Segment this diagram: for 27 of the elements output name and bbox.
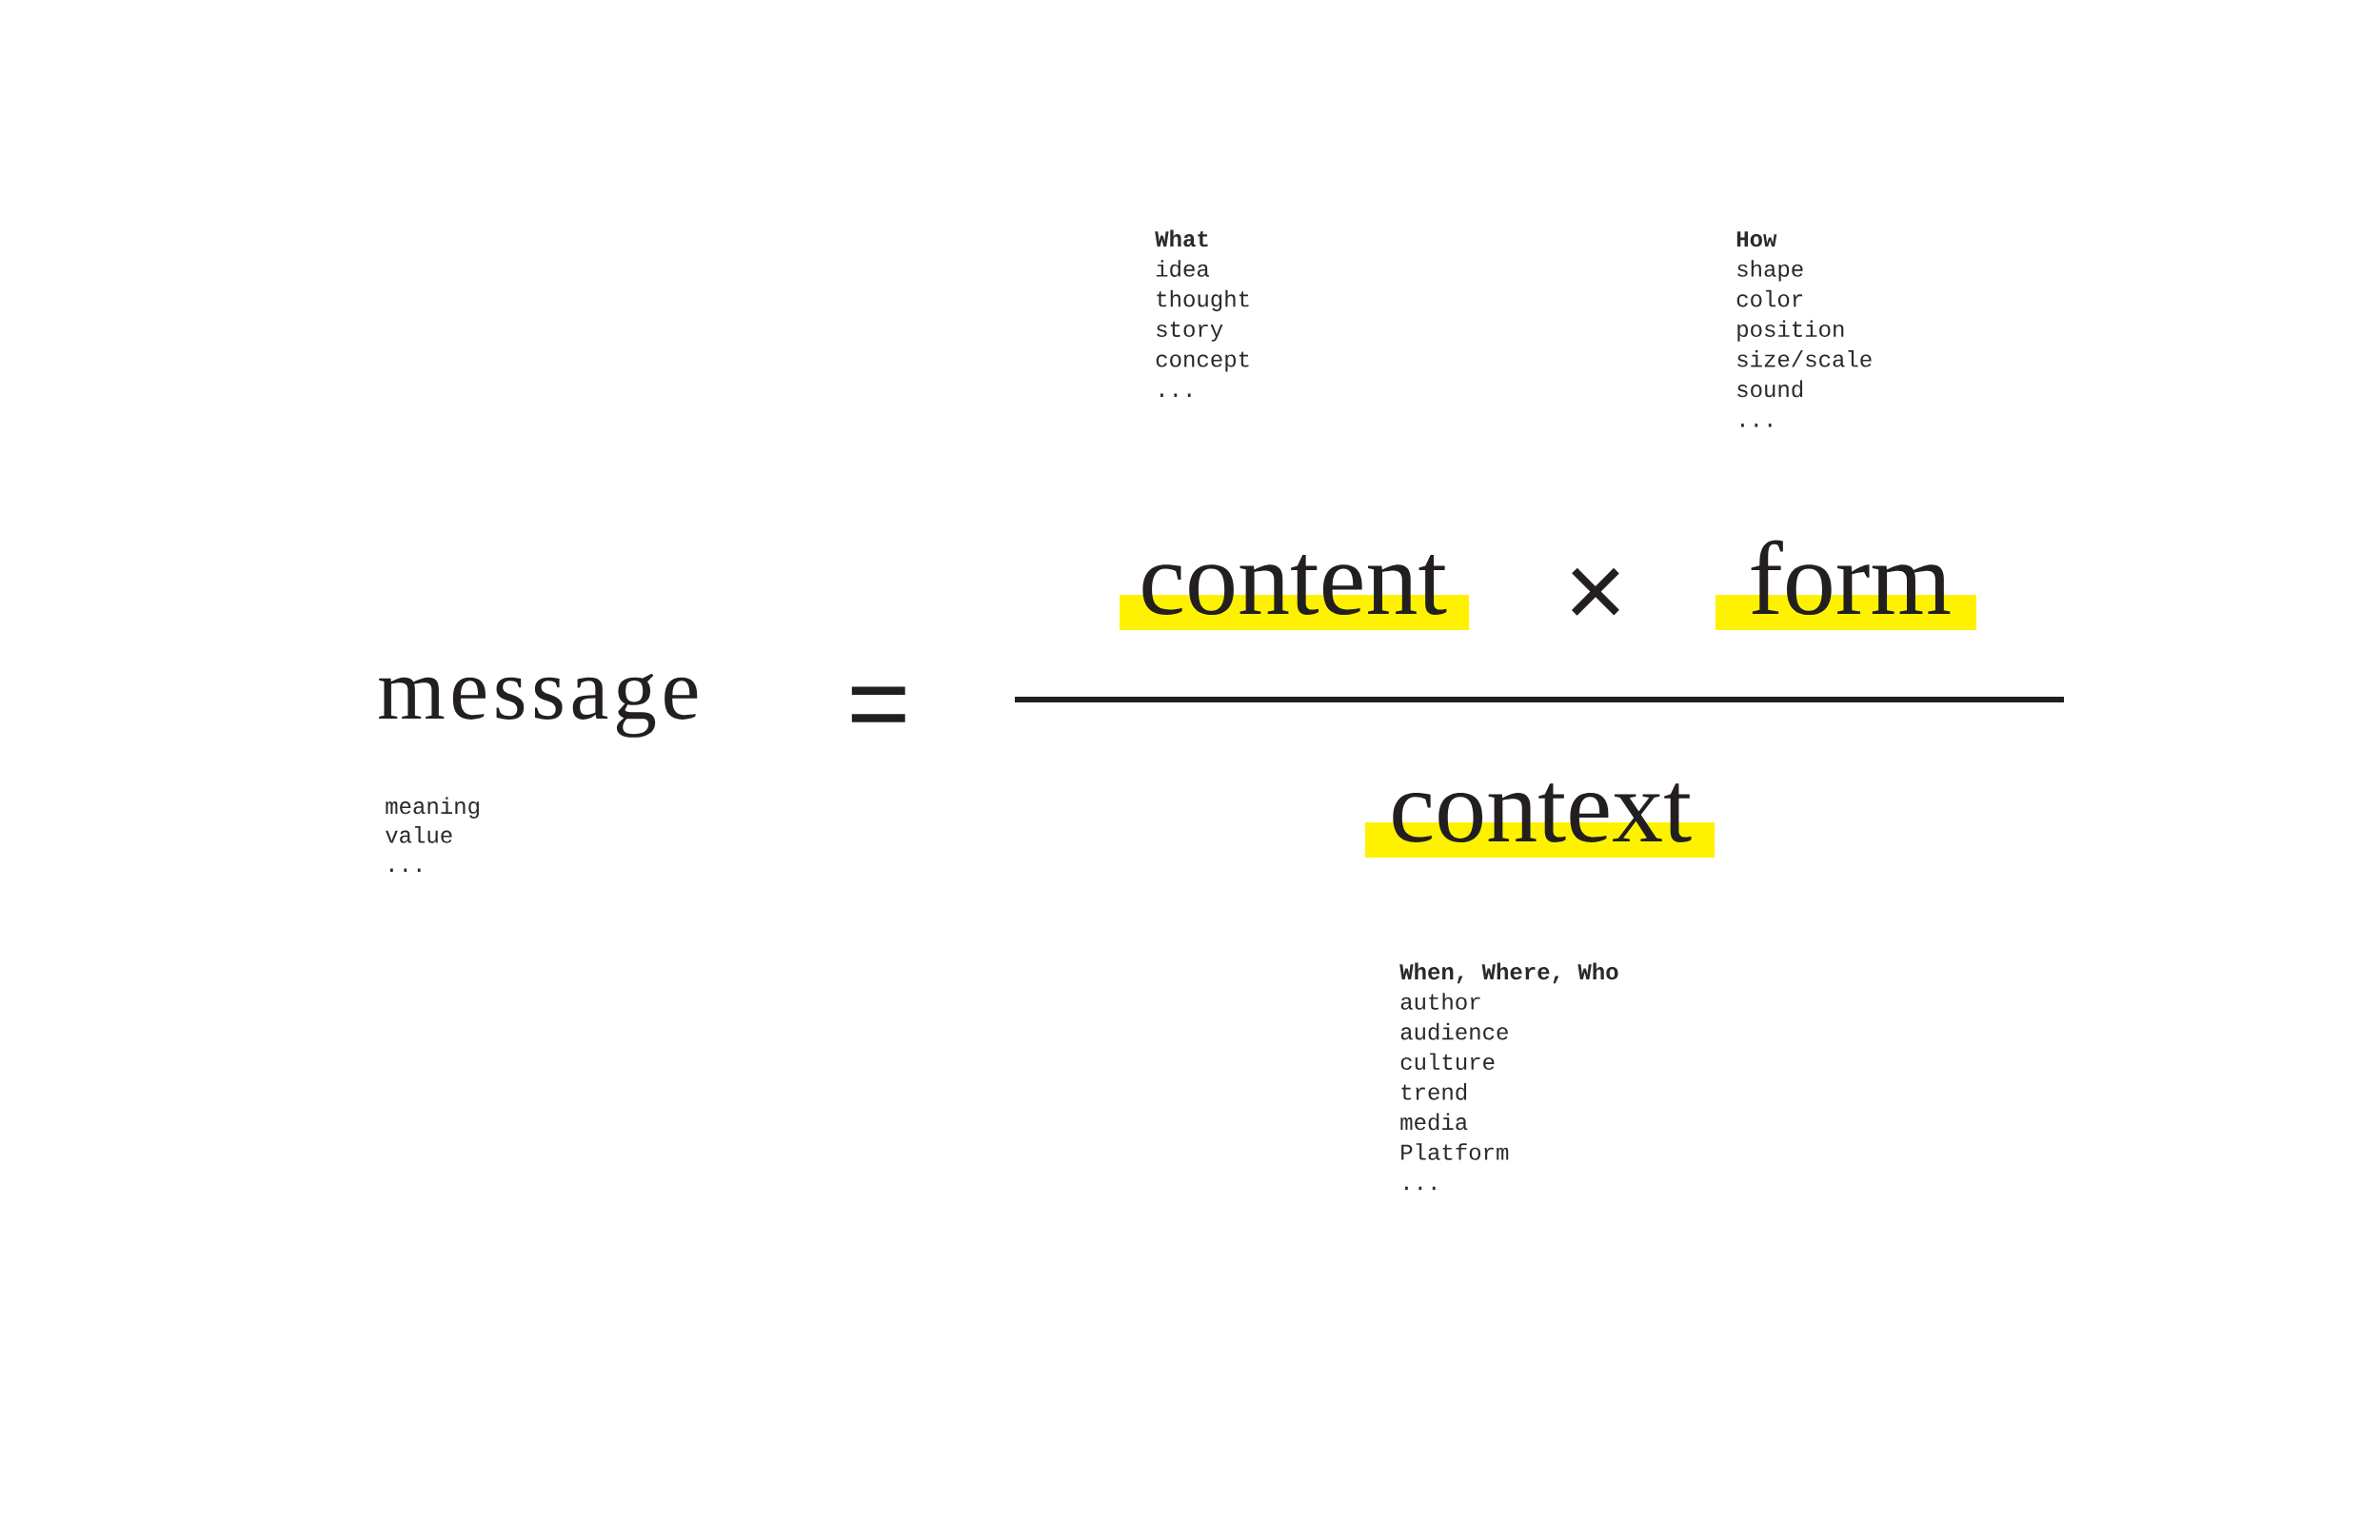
list-item: meaning xyxy=(386,797,479,819)
list-item: story xyxy=(1157,321,1223,342)
list-item: shape xyxy=(1737,260,1803,282)
list-item: concept xyxy=(1156,351,1249,372)
times-sign: × xyxy=(1572,567,1619,616)
list-item: idea xyxy=(1156,260,1209,277)
list-item: size/scale xyxy=(1737,350,1872,367)
list-item: author xyxy=(1400,993,1480,1010)
list-item: ... xyxy=(1741,424,1772,427)
list-item: audience xyxy=(1400,1022,1508,1040)
list-item: culture xyxy=(1400,1053,1495,1071)
list-item: color xyxy=(1736,289,1803,307)
list-item: sound xyxy=(1737,380,1803,398)
equation-term: message xyxy=(379,673,698,738)
list-heading: What xyxy=(1155,229,1208,247)
list-item: position xyxy=(1737,320,1844,342)
list-item: ... xyxy=(390,868,421,872)
equals-sign: = xyxy=(851,686,905,722)
list-item: ... xyxy=(1405,1186,1436,1191)
list-item: trend xyxy=(1401,1083,1467,1100)
list-item: ... xyxy=(1160,393,1191,397)
list-item: thought xyxy=(1157,289,1249,312)
list-heading: When, Where, Who xyxy=(1399,962,1618,984)
list-heading: How xyxy=(1736,231,1777,247)
list-item: value xyxy=(386,826,452,843)
list-item: media xyxy=(1400,1113,1468,1131)
list-item: Platform xyxy=(1401,1143,1509,1160)
